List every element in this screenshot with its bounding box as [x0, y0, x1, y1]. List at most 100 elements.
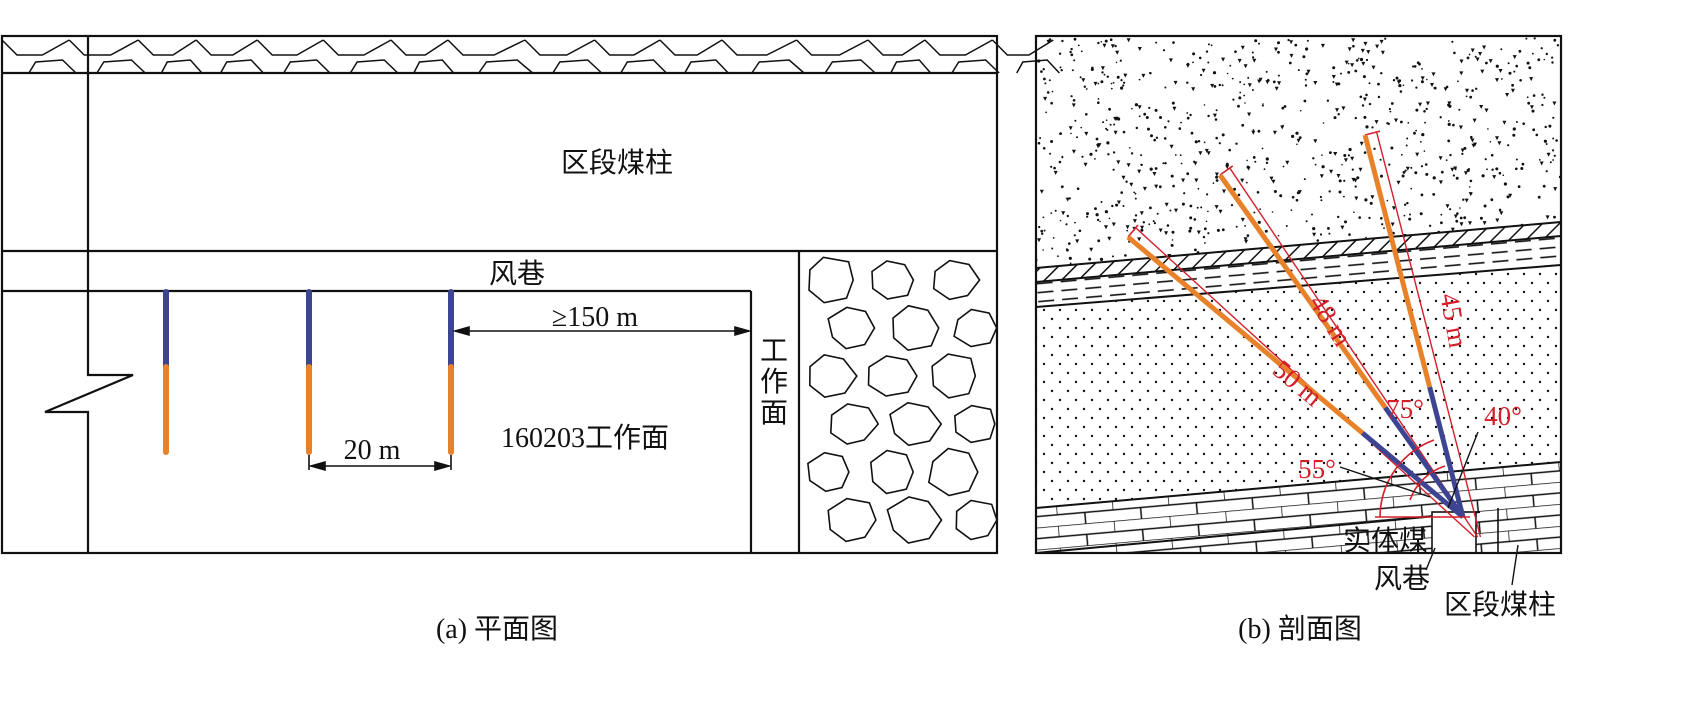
stipple	[1060, 185, 1064, 189]
stipple	[1147, 127, 1150, 131]
stipple	[1453, 51, 1456, 55]
stipple	[1207, 114, 1210, 118]
stipple	[1095, 149, 1098, 152]
stipple	[1326, 99, 1330, 102]
rubble	[478, 59, 534, 74]
stipple	[1149, 167, 1153, 171]
stipple	[1129, 182, 1134, 187]
stipple	[1243, 83, 1246, 86]
stipple	[1074, 119, 1077, 122]
stipple	[1538, 159, 1541, 161]
rubble	[349, 59, 399, 74]
stipple	[1114, 116, 1119, 121]
stipple	[1431, 72, 1436, 77]
stipple	[1073, 37, 1077, 41]
stipple	[1395, 76, 1399, 80]
stipple	[1447, 122, 1451, 126]
stipple	[1051, 90, 1054, 93]
stipple	[1459, 207, 1461, 209]
stipple	[1152, 220, 1155, 223]
stipple	[1096, 218, 1100, 222]
stipple	[1106, 129, 1109, 131]
stipple	[1068, 126, 1073, 131]
stipple	[1303, 99, 1307, 103]
rubble-block	[955, 499, 998, 541]
stipple	[1221, 84, 1224, 87]
stipple	[1174, 154, 1177, 156]
stipple	[1273, 190, 1277, 193]
stipple	[1327, 227, 1330, 230]
stipple	[1210, 44, 1213, 47]
stipple	[1190, 131, 1194, 135]
stipple	[1498, 208, 1502, 212]
stipple	[1246, 166, 1251, 171]
stipple	[1110, 44, 1115, 49]
stipple	[1468, 168, 1470, 170]
stipple	[1061, 211, 1066, 216]
stipple	[1137, 237, 1142, 242]
rubble-block	[932, 259, 981, 301]
stipple	[1212, 71, 1217, 75]
stipple	[1548, 124, 1552, 128]
stipple	[1061, 155, 1064, 158]
stipple	[1204, 242, 1206, 244]
rubble	[721, 39, 797, 56]
stipple	[1537, 58, 1541, 62]
stipple	[1153, 222, 1156, 225]
stipple	[1520, 167, 1524, 170]
borehole-near-2	[1383, 406, 1466, 519]
rubble-block	[886, 496, 943, 544]
stipple	[1338, 190, 1342, 194]
stipple	[1461, 152, 1464, 155]
stipple	[1163, 137, 1167, 140]
stipple	[1206, 193, 1209, 196]
stipple	[1218, 142, 1221, 145]
stipple	[1197, 140, 1201, 143]
stipple	[1164, 162, 1167, 165]
stipple	[1124, 254, 1127, 257]
stipple	[1272, 130, 1277, 135]
rubble	[28, 59, 77, 74]
stipple	[1507, 62, 1510, 65]
stipple	[1453, 166, 1458, 171]
stipple	[1553, 187, 1558, 192]
stipple	[1238, 96, 1242, 100]
stipple	[1314, 163, 1317, 166]
distance-dimension	[452, 325, 752, 337]
stipple	[1383, 227, 1385, 230]
stipple	[1321, 154, 1323, 156]
stipple	[1198, 151, 1203, 156]
stipple	[1298, 136, 1302, 140]
borehole-near-1	[1360, 431, 1465, 519]
stipple	[1418, 62, 1421, 66]
stipple	[1138, 78, 1141, 81]
stipple	[1513, 70, 1516, 73]
stipple	[1201, 68, 1206, 73]
stipple	[1077, 44, 1080, 47]
stipple	[1202, 235, 1206, 239]
stipple	[1532, 128, 1536, 132]
stipple	[1214, 172, 1219, 177]
stipple	[1541, 93, 1544, 96]
stipple	[1089, 247, 1094, 252]
stipple	[1424, 121, 1426, 124]
rubble-block	[871, 260, 915, 300]
stipple	[1328, 232, 1331, 235]
rubble	[96, 59, 146, 74]
stipple	[1425, 172, 1429, 176]
stipple	[1125, 225, 1130, 230]
stipple	[1394, 118, 1398, 123]
stipple	[1133, 191, 1136, 194]
stipple	[1145, 116, 1149, 119]
stipple	[1099, 257, 1104, 261]
stipple	[1287, 38, 1290, 42]
stipple	[1218, 83, 1222, 87]
stipple	[1522, 122, 1525, 125]
stipple	[1465, 88, 1469, 93]
stipple	[1428, 224, 1432, 227]
stipple	[1526, 96, 1529, 99]
section-view: 50 m 48 m 45 m 75° 55° 40° 实体煤 风巷 区段煤柱 (…	[1034, 34, 1563, 645]
stipple	[1143, 112, 1147, 116]
rubble	[991, 39, 1054, 56]
stipple	[1039, 189, 1044, 194]
